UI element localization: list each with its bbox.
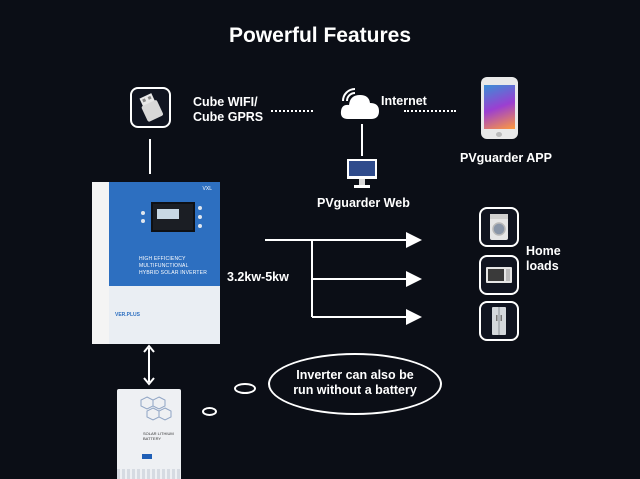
page-title: Powerful Features [228, 24, 412, 47]
inverter-button [198, 224, 202, 228]
inverter-version: VER.PLUS [115, 312, 141, 318]
battery-display [142, 454, 152, 459]
inverter-model-line2: HYBRID SOLAR INVERTER [139, 270, 208, 276]
link-cloud-web [361, 124, 363, 156]
inverter: VXL HIGH EFFICIENCY MULTIFUNCTIONAL HYBR… [92, 182, 220, 344]
web-label: PVguarder Web [317, 196, 410, 210]
wifi-dongle-icon [139, 93, 163, 122]
inverter-model-line1: HIGH EFFICIENCY MULTIFUNCTIONAL [139, 256, 189, 269]
loads-label-line1: Home [526, 244, 561, 258]
wifi-module-icon [130, 87, 171, 128]
power-label: 3.2kw-5kw [227, 270, 289, 284]
inverter-button [198, 206, 202, 210]
washing-machine-icon [479, 207, 519, 247]
power-flow-arrows [265, 232, 422, 325]
cloud-icon [340, 95, 379, 119]
battery-note-line2: run without a battery [293, 383, 417, 397]
inverter-model-text: HIGH EFFICIENCY MULTIFUNCTIONAL HYBRID S… [139, 256, 220, 277]
battery-label-line2: BATTERY [143, 436, 162, 441]
hexagon-pattern-icon [140, 396, 172, 421]
inverter-button [141, 211, 145, 215]
battery-note-line1: Inverter can also be [296, 368, 414, 382]
thought-dot-large [234, 383, 256, 394]
app-label: PVguarder APP [460, 151, 552, 165]
loads-label-line2: loads [526, 259, 559, 273]
inverter-button [141, 219, 145, 223]
thought-bubble [268, 353, 442, 415]
loads-label: Home loads [526, 244, 561, 274]
inverter-brand: VXL [202, 186, 212, 192]
wifi-signal-icon [342, 88, 356, 102]
smartphone-icon [481, 77, 518, 139]
battery-label: SOLAR LITHIUM BATTERY [143, 431, 174, 441]
dotted-link-module-internet [271, 110, 313, 112]
bidirectional-arrow [143, 344, 155, 386]
battery-vent [117, 469, 181, 479]
link-module-inverter [149, 139, 151, 174]
inverter-lcd [157, 209, 179, 219]
battery: SOLAR LITHIUM BATTERY [117, 389, 181, 479]
monitor-icon [347, 159, 377, 188]
inverter-button [198, 215, 202, 219]
thought-dot-small [202, 407, 217, 416]
module-label-line1: Cube WIFI/ [193, 95, 258, 109]
module-label: Cube WIFI/ Cube GPRS [193, 95, 263, 125]
internet-label: Internet [381, 94, 427, 108]
inverter-display [151, 202, 195, 232]
module-label-line2: Cube GPRS [193, 110, 264, 124]
dotted-link-internet-app [404, 110, 456, 112]
battery-note: Inverter can also be run without a batte… [278, 368, 432, 398]
inverter-lower-panel: VER.PLUS [109, 286, 220, 344]
refrigerator-icon [479, 301, 519, 341]
battery-label-line1: SOLAR LITHIUM [143, 431, 174, 436]
microwave-icon [479, 255, 519, 295]
